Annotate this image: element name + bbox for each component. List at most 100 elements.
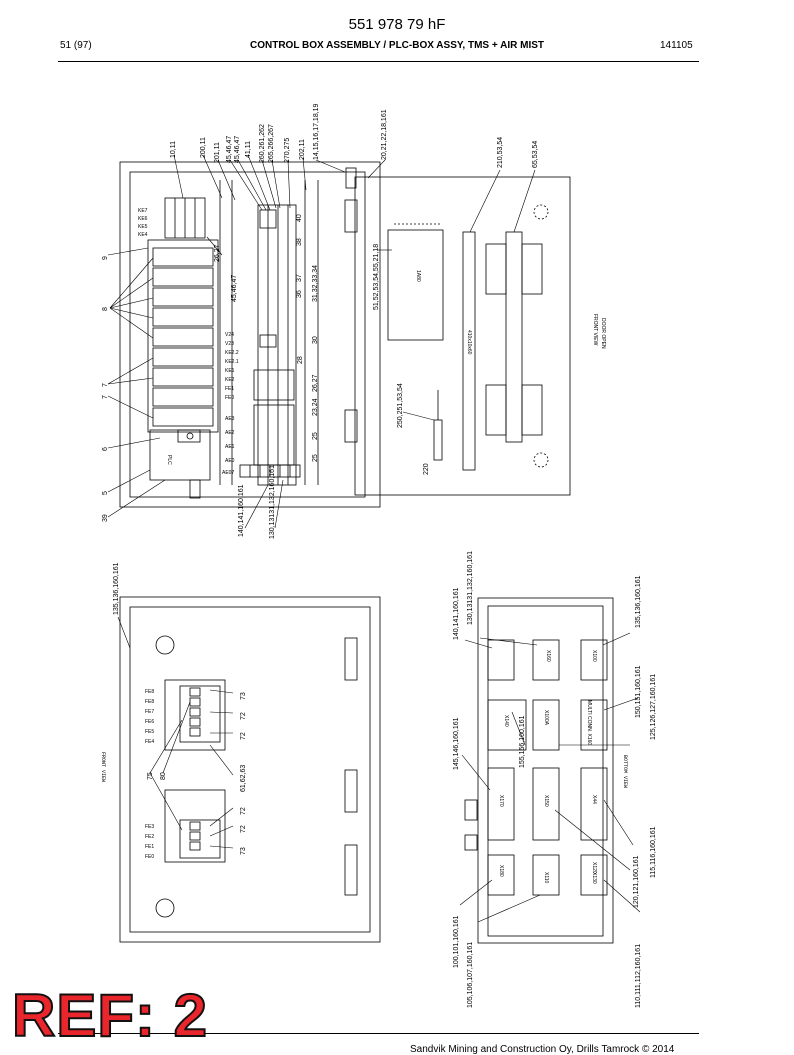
callout-bottom: 140,141,160,161 <box>238 484 245 537</box>
fe-label: FE2 <box>145 834 154 840</box>
callout-bottom-view: 110,111,112,160,161 <box>635 944 642 1008</box>
callout-bottom-view: 130,13131,132,160,161 <box>467 551 474 625</box>
view-label: FRONT VIEW <box>592 314 598 346</box>
callout-door: 72 <box>240 825 247 833</box>
callout-bottom-view: 120,121,160,161 <box>633 855 640 908</box>
connector-label: X160 <box>545 650 551 662</box>
terminal-label: AE1 <box>225 444 235 450</box>
door-labels: FRONT VIEW FE8 FE8 FE7 FE6 FE5 FE4 FE3 F… <box>100 689 247 860</box>
terminal-label: AE2 <box>225 430 235 436</box>
callout-inner: 37 <box>296 274 303 282</box>
callout-inner: 45,46,47 <box>231 275 238 302</box>
callout-center: 250,251,53,54 <box>397 383 404 428</box>
callout-top: 201,11 <box>214 142 221 163</box>
connector-label: X44 <box>591 795 597 804</box>
terminal-label: KE4 <box>138 232 148 238</box>
terminal-label: V23 <box>225 341 234 347</box>
fe-label: FE1 <box>145 844 154 850</box>
view-label: DOOR OPEN <box>600 318 606 349</box>
connector-label: X140 <box>503 715 509 727</box>
connector-label: MULTI CONN. X160 <box>586 700 592 745</box>
fe-label: FE8 <box>145 699 154 705</box>
callout-bottom-view: 145,146,160,161 <box>453 717 460 770</box>
callout-bottom-view: 140,141,160,161 <box>453 587 460 640</box>
callout-top: 200,11 <box>200 137 207 158</box>
callout-door: 72 <box>240 732 247 740</box>
footer-rule <box>58 1033 699 1034</box>
callout-left: 8 <box>102 307 109 311</box>
callout-left: 9 <box>102 256 109 260</box>
connector-label: X100A <box>543 710 549 726</box>
terminal-label: FE1 <box>225 386 234 392</box>
callout-bottom: 135,136,160,161 <box>113 562 120 615</box>
connector-label: X100 <box>591 650 597 662</box>
callout-inner: 23,24 <box>312 398 319 416</box>
fe-label: FE7 <box>145 709 154 715</box>
callout-top: 202,11 <box>299 139 306 160</box>
callout-top: 45,46,47 <box>234 136 241 163</box>
callout-bottom: 130,13131,132,160,161 <box>269 465 276 539</box>
callout-door: 73 <box>240 847 247 855</box>
ref-stamp: REF: 2 <box>11 982 209 1049</box>
callout-inner: 31,32,33,34 <box>312 265 319 302</box>
callout-inner: 25 <box>312 432 319 440</box>
terminal-label: KE5 <box>138 224 148 230</box>
callout-top: 270,275 <box>284 138 291 163</box>
fe-label: FE6 <box>145 719 154 725</box>
callout-bottom-view: 100,101,160,161 <box>453 915 460 968</box>
callout-top: 210,53,54 <box>497 137 504 168</box>
callout-door: 61,62,63 <box>240 765 247 792</box>
callout-center: 51,52,53,54,55,21,18 <box>373 244 380 310</box>
terminal-label: AE3 <box>225 416 235 422</box>
box-label: PLC <box>166 455 172 465</box>
connector-label: X110 <box>543 872 549 884</box>
cabinet-door-open <box>354 176 571 496</box>
fe-label: FE4 <box>145 739 154 745</box>
terminal-label: KE1 <box>225 368 235 374</box>
connector-label: X130 <box>591 872 597 884</box>
bottom-view-labels: BOTTOM VIEW X160 X170 X180 X110 X130 X15… <box>453 551 657 1008</box>
terminal-label: KE7 <box>138 208 148 214</box>
fe-label: FE0 <box>145 854 154 860</box>
connector-label: X170 <box>498 795 504 807</box>
connector-label: X180 <box>498 865 504 877</box>
callout-inner: 36 <box>296 290 303 298</box>
callout-inner: 30 <box>312 336 319 344</box>
callout-door: 80 <box>160 772 167 780</box>
view-label: BOTTOM VIEW <box>622 755 628 788</box>
callout-bottom-view: 115,116,160,161 <box>650 826 657 878</box>
callout-bottom-view: 125,126,127,160,161 <box>650 674 657 740</box>
callout-bottom-view: 155,156,160,161 <box>519 715 526 768</box>
view-label: FRONT VIEW <box>100 752 106 782</box>
callout-top: 260,261,262 <box>259 124 266 163</box>
callout-inner: 38 <box>296 238 303 246</box>
header-rule <box>58 61 699 62</box>
connector-label: X150 <box>543 795 549 807</box>
fe-label: FE3 <box>145 824 154 830</box>
callout-bottom-view: 135,136,160,161 <box>635 575 642 628</box>
callout-door: 72 <box>240 712 247 720</box>
terminal-strip <box>239 204 301 486</box>
terminal-label: KE2.1 <box>225 359 239 365</box>
box-label: 1A80 <box>415 270 421 282</box>
callout-door: 72 <box>240 807 247 815</box>
callout-door: 75 <box>147 772 154 780</box>
callout-left: 39 <box>102 514 109 522</box>
callout-door: 73 <box>240 692 247 700</box>
terminal-label: KE6 <box>138 216 148 222</box>
fe-label: FE5 <box>145 729 154 735</box>
callout-inner: 28 <box>297 356 304 364</box>
cabinet-front-view <box>119 161 571 508</box>
document-number: 551 978 79 hF <box>348 16 446 33</box>
document-title: CONTROL BOX ASSEMBLY / PLC-BOX ASSY, TMS… <box>249 40 545 51</box>
callout-left: 6 <box>102 447 109 451</box>
callout-inner: 26,27 <box>214 244 221 262</box>
callout-inner: 40 <box>296 214 303 222</box>
callout-top: 65,53,54 <box>532 141 539 168</box>
relay-stack <box>147 239 219 433</box>
callout-bottom-view: 150,151,160,161 <box>635 665 642 718</box>
fe-label: FE8 <box>145 689 154 695</box>
document-date: 141105 <box>660 40 693 51</box>
door-front-view <box>119 596 381 943</box>
callout-top: 41,11 <box>245 141 252 158</box>
